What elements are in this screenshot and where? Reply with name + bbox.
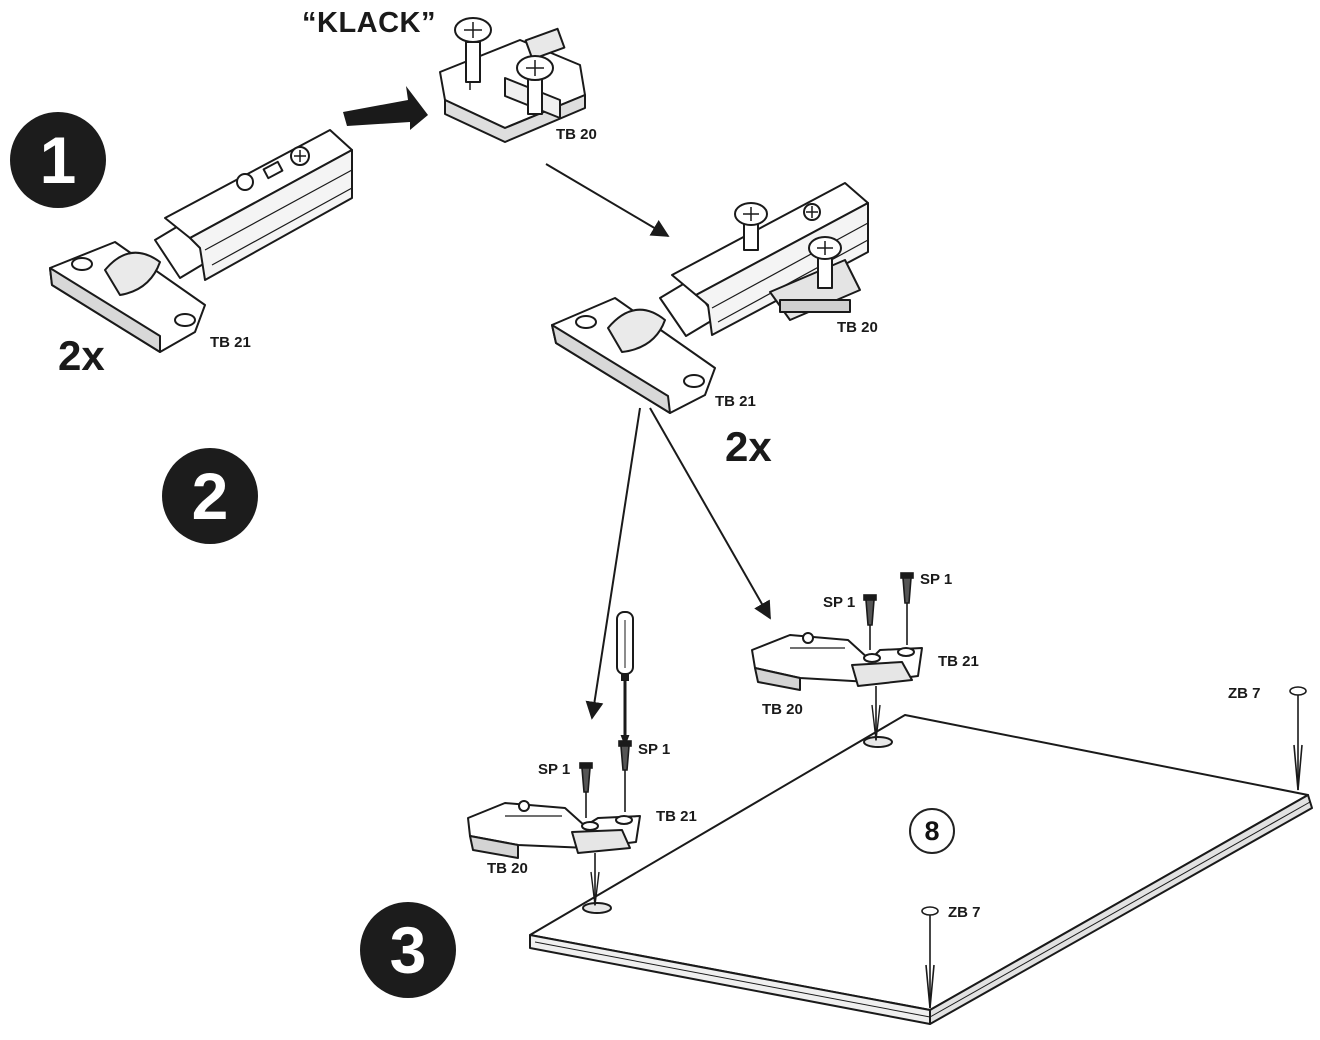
insert-arrow: [343, 86, 428, 130]
hinge-assembled-step2: [551, 182, 869, 414]
quantity-label-step1: 2x: [58, 332, 105, 379]
label-sp1-right-a: SP 1: [823, 594, 856, 611]
label-sp1-left-a: SP 1: [538, 761, 571, 778]
label-tb20-top: TB 20: [556, 126, 597, 143]
screw-sp1-left-b: [618, 740, 632, 812]
screwdriver-icon: [616, 611, 634, 747]
label-sp1-left-b: SP 1: [638, 741, 671, 758]
screw-zb7-right: [1289, 686, 1307, 791]
panel-number-badge: 8: [909, 808, 955, 854]
baseplate-tb20-top: [439, 17, 586, 143]
arrow-to-step2: [545, 163, 670, 237]
hinge-mounted-left: [467, 800, 641, 906]
label-tb21-step2: TB 21: [715, 393, 756, 410]
arrow-to-left-hinge: [585, 407, 641, 720]
label-tb21-step1: TB 21: [210, 334, 251, 351]
screw-sp1-left-a: [579, 762, 593, 818]
quantity-label-step2: 2x: [725, 423, 772, 470]
label-tb21-left: TB 21: [656, 808, 697, 825]
label-tb21-right: TB 21: [938, 653, 979, 670]
hinge-mounted-right: [751, 632, 923, 741]
label-zb7-front: ZB 7: [948, 904, 981, 921]
arrow-to-right-hinge: [649, 407, 771, 620]
label-tb20-step2: TB 20: [837, 319, 878, 336]
screw-sp1-right-a: [863, 594, 877, 650]
step-number-1: 1: [10, 112, 106, 208]
door-panel: [529, 714, 1313, 1025]
label-tb20-right: TB 20: [762, 701, 803, 718]
hinge-tb21-step1: [49, 129, 353, 353]
label-tb20-left: TB 20: [487, 860, 528, 877]
label-sp1-right-b: SP 1: [920, 571, 953, 588]
klack-sound-label: “KLACK”: [302, 7, 436, 39]
label-zb7-right: ZB 7: [1228, 685, 1261, 702]
screw-sp1-right-b: [900, 572, 914, 645]
screw-zb7-front: [921, 906, 939, 1009]
step-number-3: 3: [360, 902, 456, 998]
step-number-2: 2: [162, 448, 258, 544]
